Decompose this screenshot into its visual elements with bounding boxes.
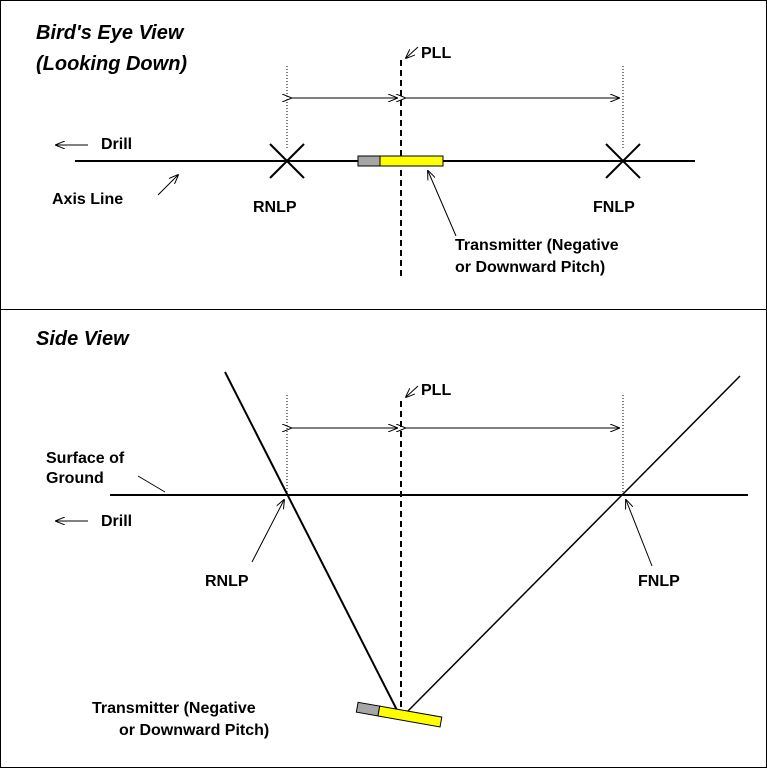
transmitter-label-bottom-line2: or Downward Pitch) <box>119 722 270 739</box>
fnlp-pointer-bottom <box>626 500 653 567</box>
fnlp-label-bottom: FNLP <box>638 573 680 590</box>
side-view-title: Side View <box>36 328 129 350</box>
transmitter-label-top-line1: Transmitter (Negative <box>455 237 619 254</box>
top-title-line2: (Looking Down) <box>36 53 188 75</box>
transmitter-pointer-top <box>428 171 457 237</box>
rnlp-x-mark <box>269 143 305 179</box>
top-panel-graphics <box>56 46 695 278</box>
transmitter-label-bottom-line1: Transmitter (Negative <box>92 700 256 717</box>
pll-label-top: PLL <box>421 45 452 62</box>
pll-label-bottom: PLL <box>421 382 452 399</box>
surface-label-line1: Surface of <box>46 450 125 467</box>
rnlp-pointer-bottom <box>251 500 284 563</box>
front-field-line <box>400 375 741 719</box>
fnlp-label-top: FNLP <box>593 199 635 216</box>
axis-line-label: Axis Line <box>52 191 124 208</box>
transmitter-cap-top <box>357 155 381 167</box>
pll-pointer-bottom <box>406 385 419 397</box>
panel-divider <box>0 309 767 310</box>
surface-label-line2: Ground <box>46 470 104 487</box>
rnlp-label-bottom: RNLP <box>205 573 249 590</box>
transmitter-cap-bottom <box>355 701 381 717</box>
transmitter-bottom <box>355 701 443 728</box>
fnlp-x-mark <box>605 143 641 179</box>
transmitter-body-bottom <box>377 705 443 728</box>
rear-field-line <box>224 371 402 719</box>
transmitter-label-top-line2: or Downward Pitch) <box>455 259 606 276</box>
bottom-panel-graphics <box>56 371 748 728</box>
axis-line-pointer <box>157 175 178 196</box>
pll-pointer-top <box>406 46 419 58</box>
surface-pointer <box>137 475 166 493</box>
rnlp-label-top: RNLP <box>253 199 297 216</box>
drill-label-bottom: Drill <box>101 513 133 530</box>
drill-label-top: Drill <box>101 136 133 153</box>
top-title-line1: Bird's Eye View <box>36 22 184 44</box>
transmitter-body-top <box>379 155 444 167</box>
